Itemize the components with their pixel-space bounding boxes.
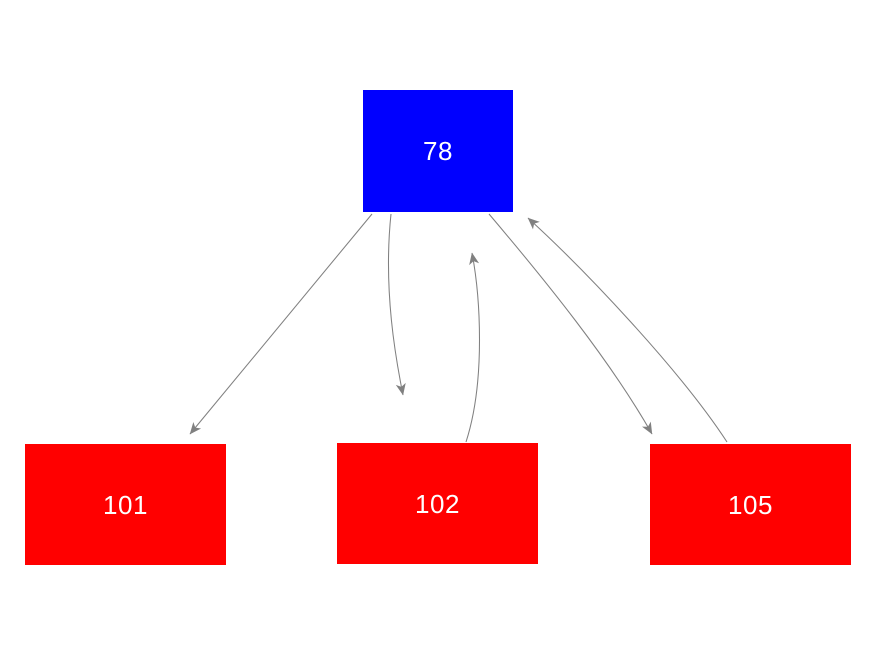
node-105-label: 105	[728, 489, 773, 520]
edge-105-to-78	[527, 217, 728, 443]
node-101-label: 101	[103, 489, 148, 520]
node-105[interactable]: 105	[650, 444, 851, 565]
node-101[interactable]: 101	[25, 444, 226, 565]
node-102[interactable]: 102	[337, 443, 538, 564]
edge-78-to-105	[488, 213, 653, 435]
edge-78-to-101	[189, 213, 373, 435]
node-102-label: 102	[415, 488, 460, 519]
edge-78-to-102	[387, 213, 406, 396]
node-78[interactable]: 78	[363, 90, 513, 212]
node-78-label: 78	[423, 136, 453, 166]
edge-102-to-78	[465, 252, 481, 443]
